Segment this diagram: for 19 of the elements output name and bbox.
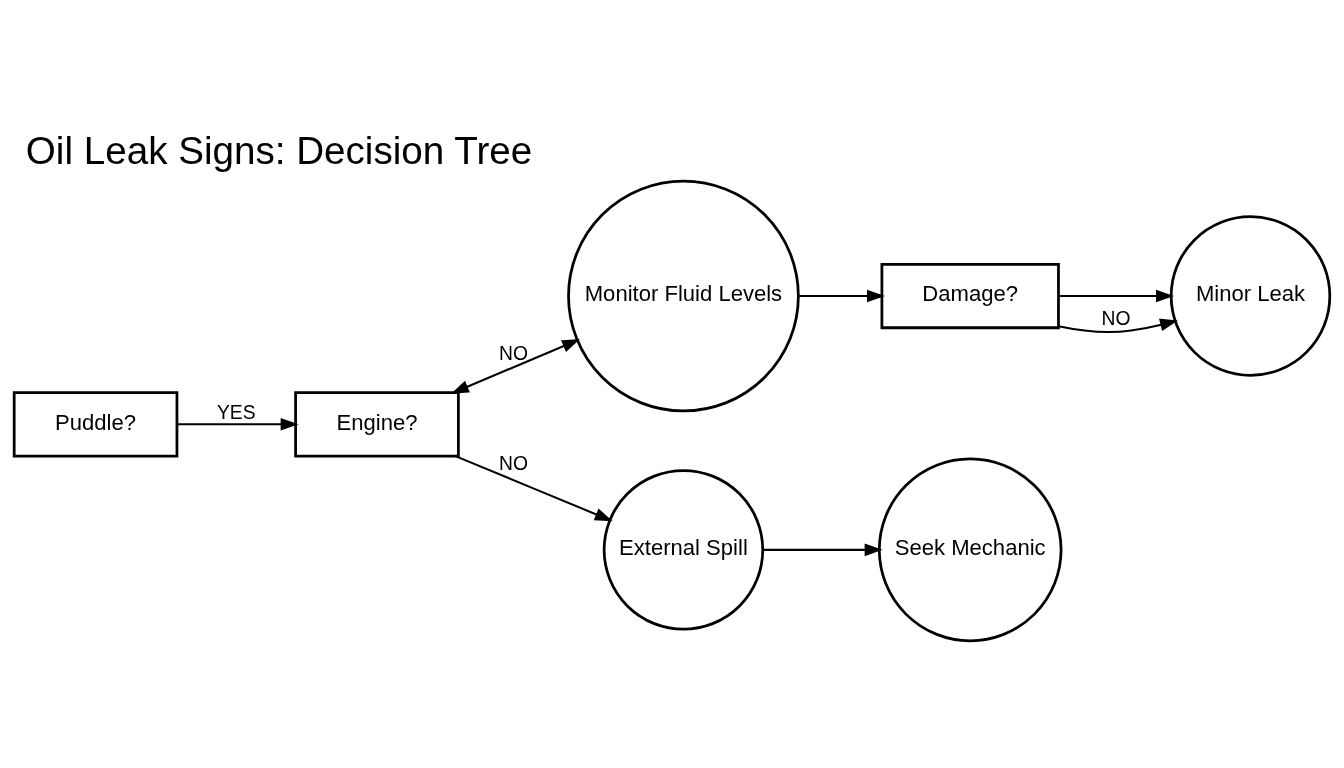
node-box: Damage? xyxy=(880,262,1060,330)
node-circle: Seek Mechanic xyxy=(877,457,1063,643)
node-circle: Monitor Fluid Levels xyxy=(567,179,800,413)
edge-label: NO xyxy=(499,453,529,475)
arrow xyxy=(455,455,613,522)
edge-label: YES xyxy=(216,402,256,424)
node-circle: External Spill xyxy=(602,469,765,631)
arrow xyxy=(1058,318,1178,334)
diagram-title: Oil Leak Signs: Decision Tree xyxy=(25,128,533,172)
arrow xyxy=(798,289,885,303)
edge-label: NO xyxy=(499,342,529,364)
arrow xyxy=(762,543,883,557)
edge-label: NO xyxy=(1101,308,1131,330)
node-circle: Minor Leak xyxy=(1169,215,1332,377)
arrow xyxy=(450,339,581,394)
arrow xyxy=(1058,289,1174,303)
node-box: Puddle? xyxy=(12,391,179,458)
node-box: Engine? xyxy=(294,391,460,458)
arrow xyxy=(177,418,299,431)
